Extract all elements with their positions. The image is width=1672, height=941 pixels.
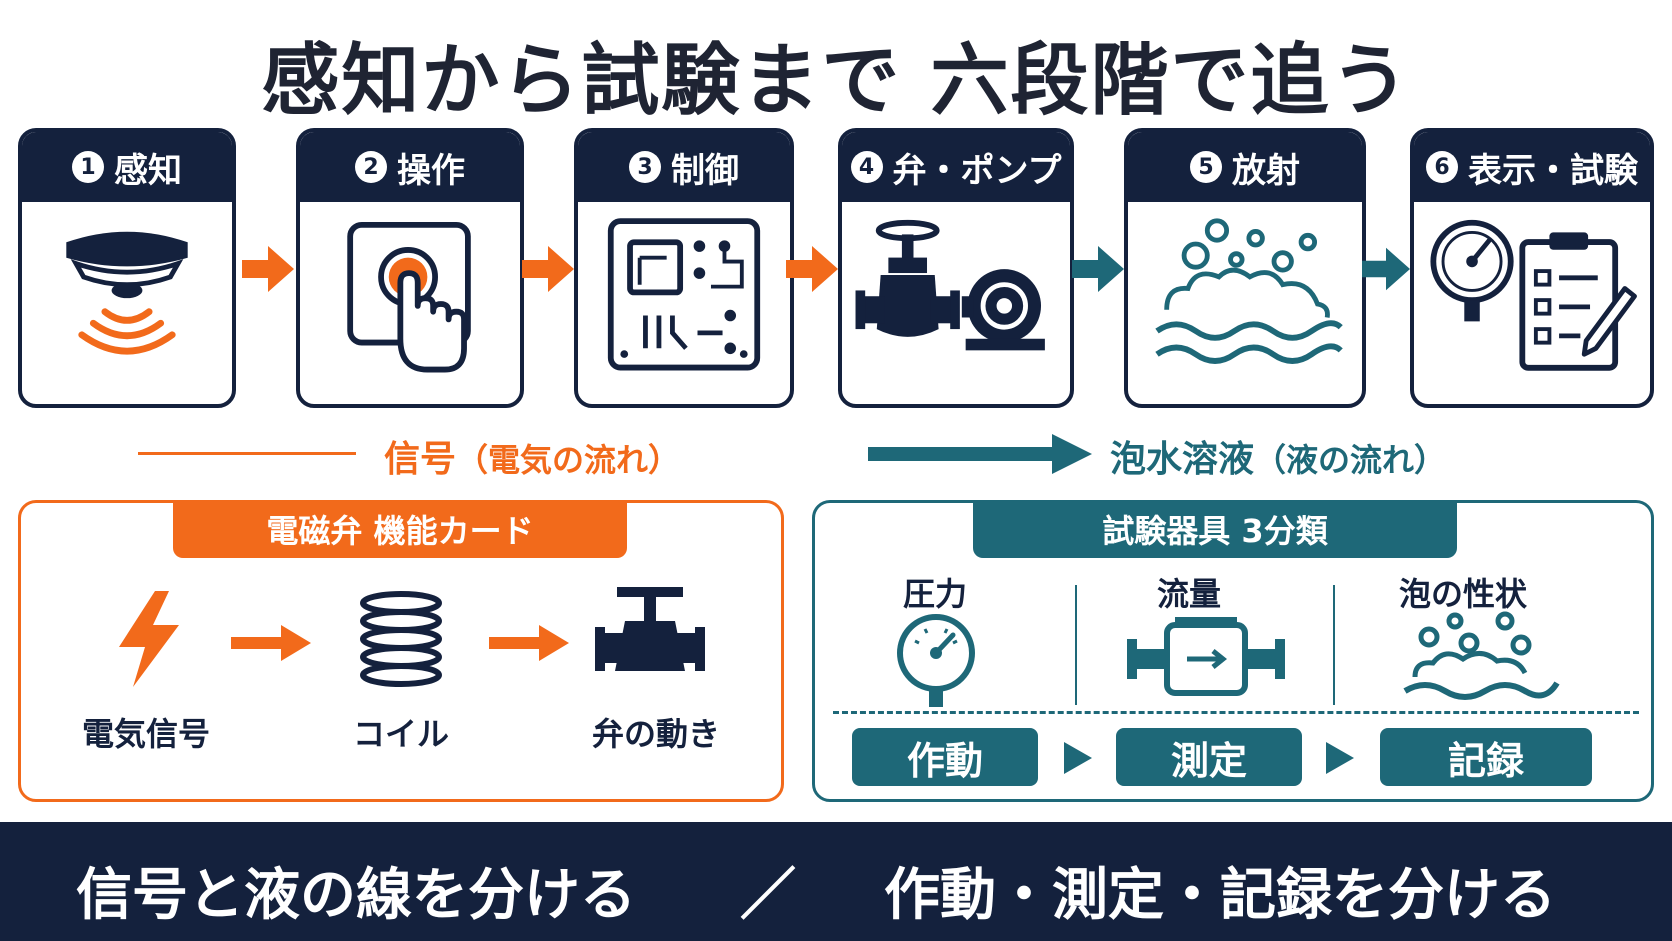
step-number: 4 [850, 151, 883, 183]
arrow-right-icon [231, 625, 311, 661]
step-number: 1 [72, 151, 104, 183]
push-button-icon [300, 202, 520, 404]
step-card-control: 3 制御 [574, 128, 794, 408]
step-header: 6 表示・試験 [1414, 132, 1650, 202]
foam-discharge-icon [1128, 202, 1362, 404]
card-title: 試験器具 3分類 [973, 500, 1457, 558]
footer-separator: ／ [740, 863, 796, 928]
signal-flow-label: 信号（電気の流れ） [384, 439, 681, 480]
triangle-right-icon [1064, 742, 1092, 774]
step-number: 6 [1426, 151, 1458, 183]
step-number: 5 [1190, 151, 1222, 183]
arrow-right-icon [242, 246, 294, 292]
step-card-operation: 2 操作 [296, 128, 524, 408]
arrow-right-icon [786, 246, 838, 292]
triangle-right-icon [1326, 742, 1354, 774]
pressure-gauge-icon [897, 614, 975, 707]
step-label: 放射 [1232, 150, 1300, 191]
footer-banner: 信号と液の線を分ける ／ 作動・測定・記録を分ける [0, 822, 1672, 941]
step-label: 制御 [671, 150, 739, 191]
solenoid-valve-card: 電磁弁 機能カード 電気信号 コイル 弁の動き [18, 500, 784, 802]
liquid-flow-label: 泡水溶液（液の流れ） [1110, 439, 1447, 480]
category-label: 流量 [1156, 575, 1221, 613]
lightning-icon [119, 591, 179, 687]
step-header: 5 放射 [1128, 132, 1362, 202]
dashed-divider [833, 711, 1639, 714]
step-label: 表示・試験 [1468, 150, 1638, 191]
step-header: 1 感知 [22, 132, 232, 202]
process-step-actuate: 作動 [852, 728, 1038, 786]
item-label: 弁の動き [591, 715, 720, 753]
item-label: コイル [352, 715, 449, 753]
gauge-checklist-icon [1414, 202, 1650, 404]
category-label: 圧力 [902, 575, 967, 613]
footer-right-text: 作動・測定・記録を分ける [884, 863, 1556, 928]
liquid-flow-arrow-icon [868, 434, 1092, 474]
item-label: 電気信号 [81, 715, 210, 753]
arrow-right-icon [489, 625, 569, 661]
arrow-right-icon [1362, 247, 1410, 291]
step-header: 2 操作 [300, 132, 520, 202]
step-number: 3 [629, 151, 661, 183]
arrow-right-icon [522, 246, 574, 292]
signal-flow-line [138, 452, 356, 455]
process-step-record: 記録 [1380, 728, 1592, 786]
circuit-board-icon [578, 202, 790, 404]
step-label: 弁・ポンプ [892, 150, 1062, 191]
step-card-discharge: 5 放射 [1124, 128, 1366, 408]
step-label: 操作 [397, 150, 465, 191]
arrow-right-icon [1072, 246, 1124, 292]
process-step-measure: 測定 [1116, 728, 1302, 786]
category-label: 泡の性状 [1398, 575, 1527, 613]
page-title: 感知から試験まで 六段階で追う [261, 36, 1411, 126]
valve-pump-icon [842, 202, 1070, 404]
step-header: 3 制御 [578, 132, 790, 202]
footer-left-text: 信号と液の線を分ける [76, 863, 636, 928]
step-label: 感知 [114, 150, 182, 191]
step-card-sensing: 1 感知 [18, 128, 236, 408]
step-header: 4 弁・ポンプ [842, 132, 1070, 202]
divider [1333, 585, 1335, 705]
foam-icon [1403, 611, 1560, 700]
step-card-display-test: 6 表示・試験 [1410, 128, 1654, 408]
step-card-valve-pump: 4 弁・ポンプ [838, 128, 1074, 408]
valve-icon [595, 587, 705, 671]
step-number: 2 [355, 151, 387, 183]
card-title: 電磁弁 機能カード [173, 500, 627, 558]
coil-icon [360, 591, 442, 687]
divider [1075, 585, 1077, 705]
flow-meter-icon [1127, 617, 1285, 696]
smoke-detector-icon [22, 202, 232, 404]
